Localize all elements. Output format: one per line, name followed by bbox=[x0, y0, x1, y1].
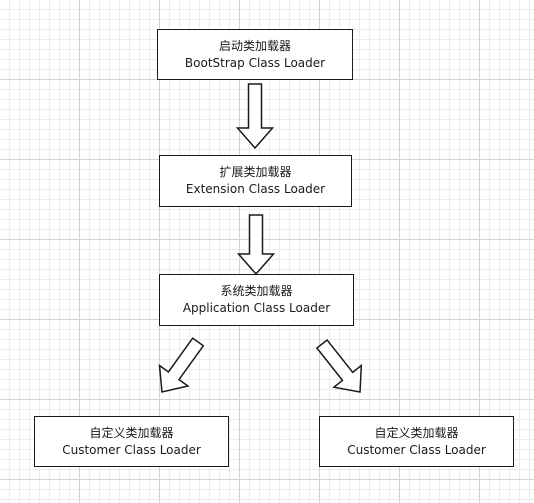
arrow-application-to-custom-left bbox=[158, 337, 205, 393]
node-title: 启动类加载器 bbox=[218, 38, 291, 53]
node-subtitle: Extension Class Loader bbox=[185, 182, 326, 196]
arrow-extension-to-application bbox=[236, 214, 276, 276]
node-subtitle: Customer Class Loader bbox=[62, 442, 201, 457]
node-title: 自定义类加载器 bbox=[374, 425, 459, 440]
node-title: 自定义类加载器 bbox=[89, 425, 174, 440]
node-subtitle: BootStrap Class Loader bbox=[184, 55, 326, 70]
node-subtitle: Application Class Loader bbox=[182, 301, 331, 315]
node-customer-class-loader-left: 自定义类加载器 Customer Class Loader bbox=[34, 416, 229, 467]
node-bootstrap-class-loader: 启动类加载器 BootStrap Class Loader bbox=[157, 29, 353, 80]
node-title: 扩展类加载器 bbox=[219, 165, 292, 179]
node-title: 系统类加载器 bbox=[220, 284, 293, 298]
node-subtitle: Customer Class Loader bbox=[347, 442, 486, 457]
arrow-bootstrap-to-extension bbox=[235, 83, 275, 150]
arrow-application-to-custom-right bbox=[315, 338, 363, 393]
node-application-class-loader: 系统类加载器 Application Class Loader bbox=[159, 274, 354, 326]
node-extension-class-loader: 扩展类加载器 Extension Class Loader bbox=[159, 155, 352, 207]
node-customer-class-loader-right: 自定义类加载器 Customer Class Loader bbox=[319, 416, 514, 467]
